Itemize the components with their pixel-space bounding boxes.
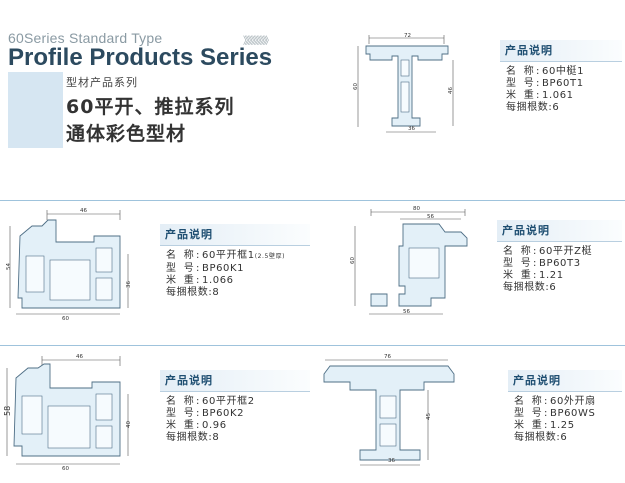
title-color-block: [8, 72, 63, 148]
info-name-row: 名 称:60平开Z梃: [503, 246, 593, 257]
chevron-decoration: 》》》》》》》》: [243, 36, 274, 47]
info-weight-row: 米 重:1.061: [506, 90, 574, 101]
product-info-bp60k1: 产品说明 名 称:60平开框1(2.5壁厚) 型 号:BP60K1 米 重:1.…: [160, 224, 310, 299]
dim-top2: 56: [427, 214, 434, 220]
series-subtitle: 60Series Standard Type: [8, 30, 163, 46]
page-title: Profile Products Series: [8, 44, 273, 71]
dim-height: 60: [350, 257, 356, 264]
section-divider: [0, 345, 625, 346]
profile-drawing-bp60t1: 72 60 46 36: [353, 33, 454, 133]
dim-bottom: 36: [388, 458, 395, 464]
info-model-row: 型 号:BP60WS: [514, 408, 596, 419]
dim-inner: 45: [426, 413, 432, 420]
info-name-note: (2.5壁厚): [254, 253, 286, 260]
info-weight-row: 米 重:1.25: [514, 420, 575, 431]
dim-top: 76: [384, 354, 391, 360]
profile-drawing-bp60k2: 46 58 40 60: [3, 354, 132, 472]
info-weight-row: 米 重:0.96: [166, 420, 227, 431]
dim-bottom: 60: [62, 466, 69, 472]
info-heading: 产品说明: [160, 370, 310, 392]
dim-width: 72: [404, 33, 411, 39]
profile-drawing-bp60ws: 76 45 36: [323, 354, 455, 466]
info-name-row: 名 称:60外开扇: [514, 396, 596, 407]
info-heading: 产品说明: [160, 224, 310, 246]
dim-inner: 36: [126, 281, 132, 288]
cn-subtitle: 型材产品系列: [66, 76, 138, 89]
dim-inner: 40: [126, 421, 132, 428]
info-bundle-row: 每捆根数:6: [514, 432, 568, 443]
dim-top: 46: [76, 354, 83, 360]
dim-bottom: 60: [62, 316, 69, 322]
dim-height: 58: [3, 406, 12, 416]
info-bundle-row: 每捆根数:8: [166, 432, 220, 443]
product-info-bp60t1: 产品说明 名 称:60中梃1 型 号:BP60T1 米 重:1.061 每捆根数…: [500, 40, 622, 114]
info-model-row: 型 号:BP60K2: [166, 408, 245, 419]
product-info-bp60k2: 产品说明 名 称:60平开框2 型 号:BP60K2 米 重:0.96 每捆根数…: [160, 370, 310, 444]
info-model-row: 型 号:BP60T1: [506, 78, 584, 89]
info-bundle-row: 每捆根数:6: [506, 102, 560, 113]
cn-title-line-1: 60平开、推拉系列: [66, 96, 235, 118]
info-name-row: 名 称:60平开框2: [166, 396, 255, 407]
dim-top: 80: [413, 206, 420, 212]
info-bundle-row: 每捆根数:8: [166, 287, 220, 298]
info-bundle-row: 每捆根数:6: [503, 282, 557, 293]
dim-height: 60: [353, 83, 359, 90]
dim-top: 46: [80, 208, 87, 214]
profile-drawing-bp60k1: 46 54 36 60: [6, 208, 132, 322]
dim-height: 54: [6, 263, 12, 270]
info-model-row: 型 号:BP60T3: [503, 258, 581, 269]
dim-bottom: 36: [408, 126, 415, 132]
cn-title-line-2: 通体彩色型材: [66, 123, 187, 145]
info-heading: 产品说明: [500, 40, 622, 62]
info-heading: 产品说明: [497, 220, 622, 242]
dim-bottom: 56: [403, 309, 410, 315]
info-heading: 产品说明: [508, 370, 622, 392]
info-weight-row: 米 重:1.066: [166, 275, 234, 286]
dim-inner: 46: [448, 87, 454, 94]
product-info-bp60ws: 产品说明 名 称:60外开扇 型 号:BP60WS 米 重:1.25 每捆根数:…: [508, 370, 622, 444]
profile-drawing-bp60t3: 80 56 60 56: [350, 206, 468, 315]
info-name-row: 名 称:60中梃1: [506, 66, 585, 77]
info-weight-row: 米 重:1.21: [503, 270, 564, 281]
section-divider: [0, 200, 625, 201]
info-name-row: 名 称:60平开框1(2.5壁厚): [166, 250, 286, 261]
product-info-bp60t3: 产品说明 名 称:60平开Z梃 型 号:BP60T3 米 重:1.21 每捆根数…: [497, 220, 622, 294]
info-model-row: 型 号:BP60K1: [166, 263, 245, 274]
